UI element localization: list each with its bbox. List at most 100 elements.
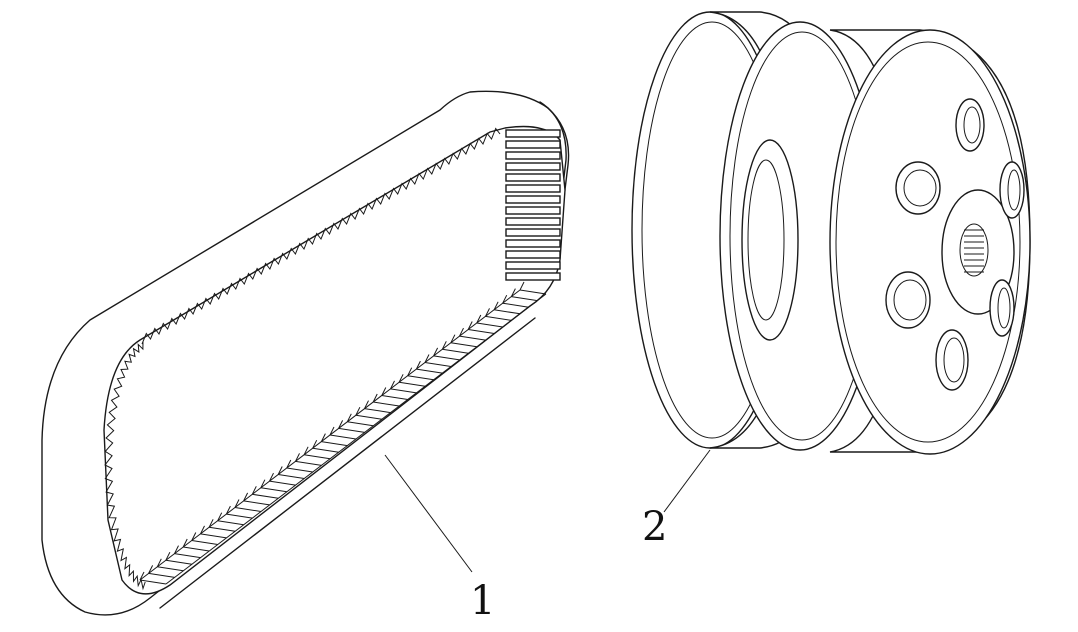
belt-rib-tip — [467, 321, 473, 330]
belt-rib — [355, 414, 382, 420]
belt-rib-tip — [200, 525, 205, 535]
label-2: 2 — [642, 504, 667, 550]
pulley-spline-teeth — [964, 229, 984, 273]
belt-rib — [519, 289, 547, 295]
belt-end-tooth — [505, 195, 561, 204]
belt-rib-tip — [260, 479, 266, 488]
belt-rib — [347, 421, 374, 427]
belt-rib-tip — [519, 281, 525, 291]
belt-end-tooth — [505, 173, 561, 182]
weight-pocket — [885, 271, 931, 329]
label-1: 1 — [470, 578, 495, 624]
weight-pocket — [895, 161, 941, 215]
weight-pocket-inner — [963, 106, 981, 144]
belt-rib-tip — [251, 486, 257, 495]
leader-line-1 — [384, 454, 473, 573]
belt-rib-tip — [459, 327, 464, 337]
belt-inner-opening — [103, 125, 566, 595]
belt-rib — [321, 441, 348, 447]
belt-rib — [511, 296, 538, 302]
belt-rib-tip — [381, 387, 387, 396]
belt-end-tooth — [505, 261, 561, 270]
belt-end-tooth — [505, 206, 561, 215]
belt-rib — [424, 362, 452, 367]
belt-rib-tip — [156, 558, 162, 568]
belt-rib-tip — [510, 288, 516, 297]
belt-end-tooth — [505, 129, 561, 138]
belt-rib — [373, 401, 400, 407]
belt-rib-tip — [329, 426, 335, 436]
belt-bottom-edge — [159, 317, 536, 609]
belt-rib — [304, 454, 331, 460]
belt-rib-tip — [433, 347, 439, 357]
belt-rib — [390, 388, 417, 394]
belt-rib — [148, 572, 175, 578]
belt-rib-tip — [243, 492, 249, 502]
belt-rib-tip — [303, 446, 309, 456]
belt-rib — [260, 487, 287, 493]
belt-rib-tip — [450, 334, 456, 343]
belt-rib — [468, 329, 495, 334]
belt-rib-tip — [182, 538, 188, 548]
belt-rib-tip — [338, 420, 344, 429]
belt-rib-tip — [225, 505, 231, 515]
belt-rib-tip — [217, 512, 223, 521]
belt-rib — [450, 342, 477, 348]
weight-pocket-inner — [943, 337, 965, 383]
belt-end-tooth — [505, 140, 561, 149]
belt-teeth-left — [104, 341, 146, 591]
belt-end-tooth — [505, 239, 561, 248]
pulley — [631, 11, 1031, 455]
belt-rib-edge-2 — [165, 293, 547, 585]
pulley-hub — [741, 139, 799, 341]
toothed-belt — [41, 90, 570, 616]
belt-rib-tip — [148, 565, 154, 574]
belt-end-tooth — [505, 162, 561, 171]
belt-rib-tip — [295, 453, 300, 462]
belt-rib — [494, 309, 521, 315]
belt-rib-tip — [364, 400, 369, 409]
belt-end-tooth — [505, 151, 561, 160]
belt-end-tooth — [505, 272, 561, 281]
belt-rib — [312, 447, 339, 453]
belt-rib-tip — [191, 532, 197, 541]
belt-rib-tip — [312, 439, 318, 449]
belt-rib-tip — [485, 308, 490, 317]
belt-rib-tip — [415, 360, 421, 370]
belt-rib-tip — [398, 374, 404, 383]
belt-rib-tip — [320, 433, 326, 442]
belt-rib-edge — [139, 289, 521, 581]
belt-rib-tip — [390, 380, 395, 390]
callouts: 1 2 — [384, 449, 711, 624]
belt-rib-tip — [502, 294, 508, 304]
belt-rib — [416, 368, 443, 374]
belt-rib-tip — [139, 571, 145, 581]
belt-rib — [209, 526, 236, 532]
belt-rib-tip — [493, 301, 499, 311]
belt-end-tooth — [505, 228, 561, 237]
belt-teeth-right — [505, 129, 561, 281]
belt-rib-tip — [234, 499, 240, 508]
belt-end-tooth — [505, 184, 561, 193]
pulley-weight-pockets — [885, 98, 1025, 391]
belt-rib — [364, 408, 391, 414]
belt-rib-tip — [286, 459, 292, 469]
belt-rib — [485, 315, 512, 321]
belt-rib — [459, 335, 486, 341]
belt-rib — [278, 474, 305, 479]
belt-rib-tip — [476, 314, 482, 324]
belt-rib — [502, 302, 529, 308]
weight-pocket-inner — [997, 287, 1011, 329]
belt-rib — [200, 533, 227, 539]
belt-rib-tip — [407, 367, 413, 376]
weight-pocket-inner — [903, 169, 937, 207]
belt-rib — [295, 460, 322, 466]
belt-rib — [433, 355, 460, 361]
pulley-splined-bore — [959, 223, 989, 277]
belt-rib — [407, 375, 434, 381]
belt-rib-tip — [269, 472, 274, 482]
leader-line-2 — [663, 449, 711, 513]
belt-rib — [217, 520, 244, 526]
belt-rib — [269, 480, 296, 486]
